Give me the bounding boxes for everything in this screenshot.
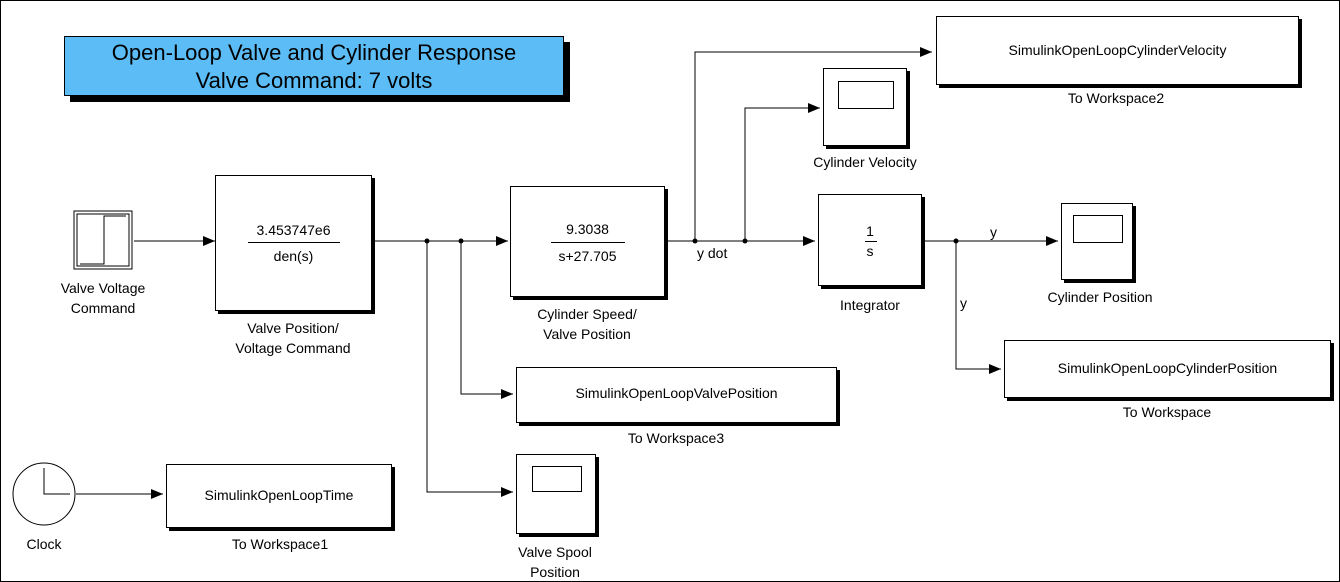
step-icon <box>73 210 133 270</box>
fraction-bar <box>248 242 340 243</box>
scope-velocity-label: Cylinder Velocity <box>813 154 917 170</box>
ws-velocity-label: To Workspace2 <box>1067 90 1165 106</box>
ws-position-block[interactable]: SimulinkOpenLoopCylinderPosition <box>1004 340 1331 398</box>
tf-numerator: 3.453747e6 <box>256 222 331 238</box>
wire-branch-ws-vel <box>694 47 932 241</box>
cylinder-position-scope[interactable] <box>1061 203 1133 280</box>
junction-dot <box>424 238 430 244</box>
ws-time-block[interactable]: SimulinkOpenLoopTime <box>166 464 392 528</box>
clock-label: Clock <box>26 536 62 552</box>
diagram-title: Open-Loop Valve and Cylinder Response Va… <box>64 36 564 96</box>
integrator-label: Integrator <box>840 297 900 313</box>
int-numerator: 1 <box>866 223 874 239</box>
junction-dot <box>692 238 698 244</box>
int-denominator: s <box>866 243 874 259</box>
junction-dot <box>742 238 748 244</box>
junction-dot <box>458 238 464 244</box>
integrator-block[interactable]: 1 s <box>818 194 922 286</box>
wire-branch-ws-pos <box>955 241 1001 374</box>
valve-spool-scope[interactable] <box>516 454 596 534</box>
fraction-bar <box>865 241 877 242</box>
ws-position-label: To Workspace <box>1122 404 1212 420</box>
scope-screen-icon <box>1073 215 1123 243</box>
ws-time-label: To Workspace1 <box>231 536 329 552</box>
ws-var-name: SimulinkOpenLoopTime <box>204 487 354 503</box>
ws-var-name: SimulinkOpenLoopCylinderVelocity <box>1008 42 1227 58</box>
valve-tf-label: Valve Position/ Voltage Command <box>235 320 351 356</box>
tf-denominator: s+27.705 <box>558 248 617 264</box>
cylinder-velocity-scope[interactable] <box>823 68 907 146</box>
ws-valve-label: To Workspace3 <box>627 430 725 446</box>
scope-screen-icon <box>838 81 894 109</box>
tf-denominator: den(s) <box>273 248 314 264</box>
title-line2: Valve Command: 7 volts <box>195 68 433 93</box>
clock-icon <box>12 462 76 526</box>
wire-branch-spool <box>426 241 513 497</box>
signal-label-y: y <box>990 224 997 240</box>
wire-branch-ws-valve <box>460 241 513 399</box>
title-line1: Open-Loop Valve and Cylinder Response <box>111 40 517 65</box>
signal-label-ydot: y dot <box>697 245 728 261</box>
ws-var-name: SimulinkOpenLoopCylinderPosition <box>1057 360 1278 376</box>
scope-screen-icon <box>532 466 582 492</box>
scope-spool-label: Valve Spool Position <box>518 544 592 580</box>
cyl-tf-label: Cylinder Speed/ Valve Position <box>537 306 637 342</box>
signal-label-y: y <box>960 295 967 311</box>
ws-velocity-block[interactable]: SimulinkOpenLoopCylinderVelocity <box>936 16 1299 85</box>
step-label: Valve Voltage Command <box>60 280 146 316</box>
tf-numerator: 9.3038 <box>566 221 609 237</box>
wire-branch-scope-vel <box>744 103 820 241</box>
junction-dot <box>953 238 959 244</box>
ws-var-name: SimulinkOpenLoopValvePosition <box>575 385 778 401</box>
cylinder-transfer-function-block[interactable]: 9.3038 s+27.705 <box>510 186 665 297</box>
ws-valve-block[interactable]: SimulinkOpenLoopValvePosition <box>516 367 837 423</box>
valve-transfer-function-block[interactable]: 3.453747e6 den(s) <box>215 175 372 311</box>
fraction-bar <box>551 242 625 243</box>
scope-position-label: Cylinder Position <box>1047 289 1153 305</box>
